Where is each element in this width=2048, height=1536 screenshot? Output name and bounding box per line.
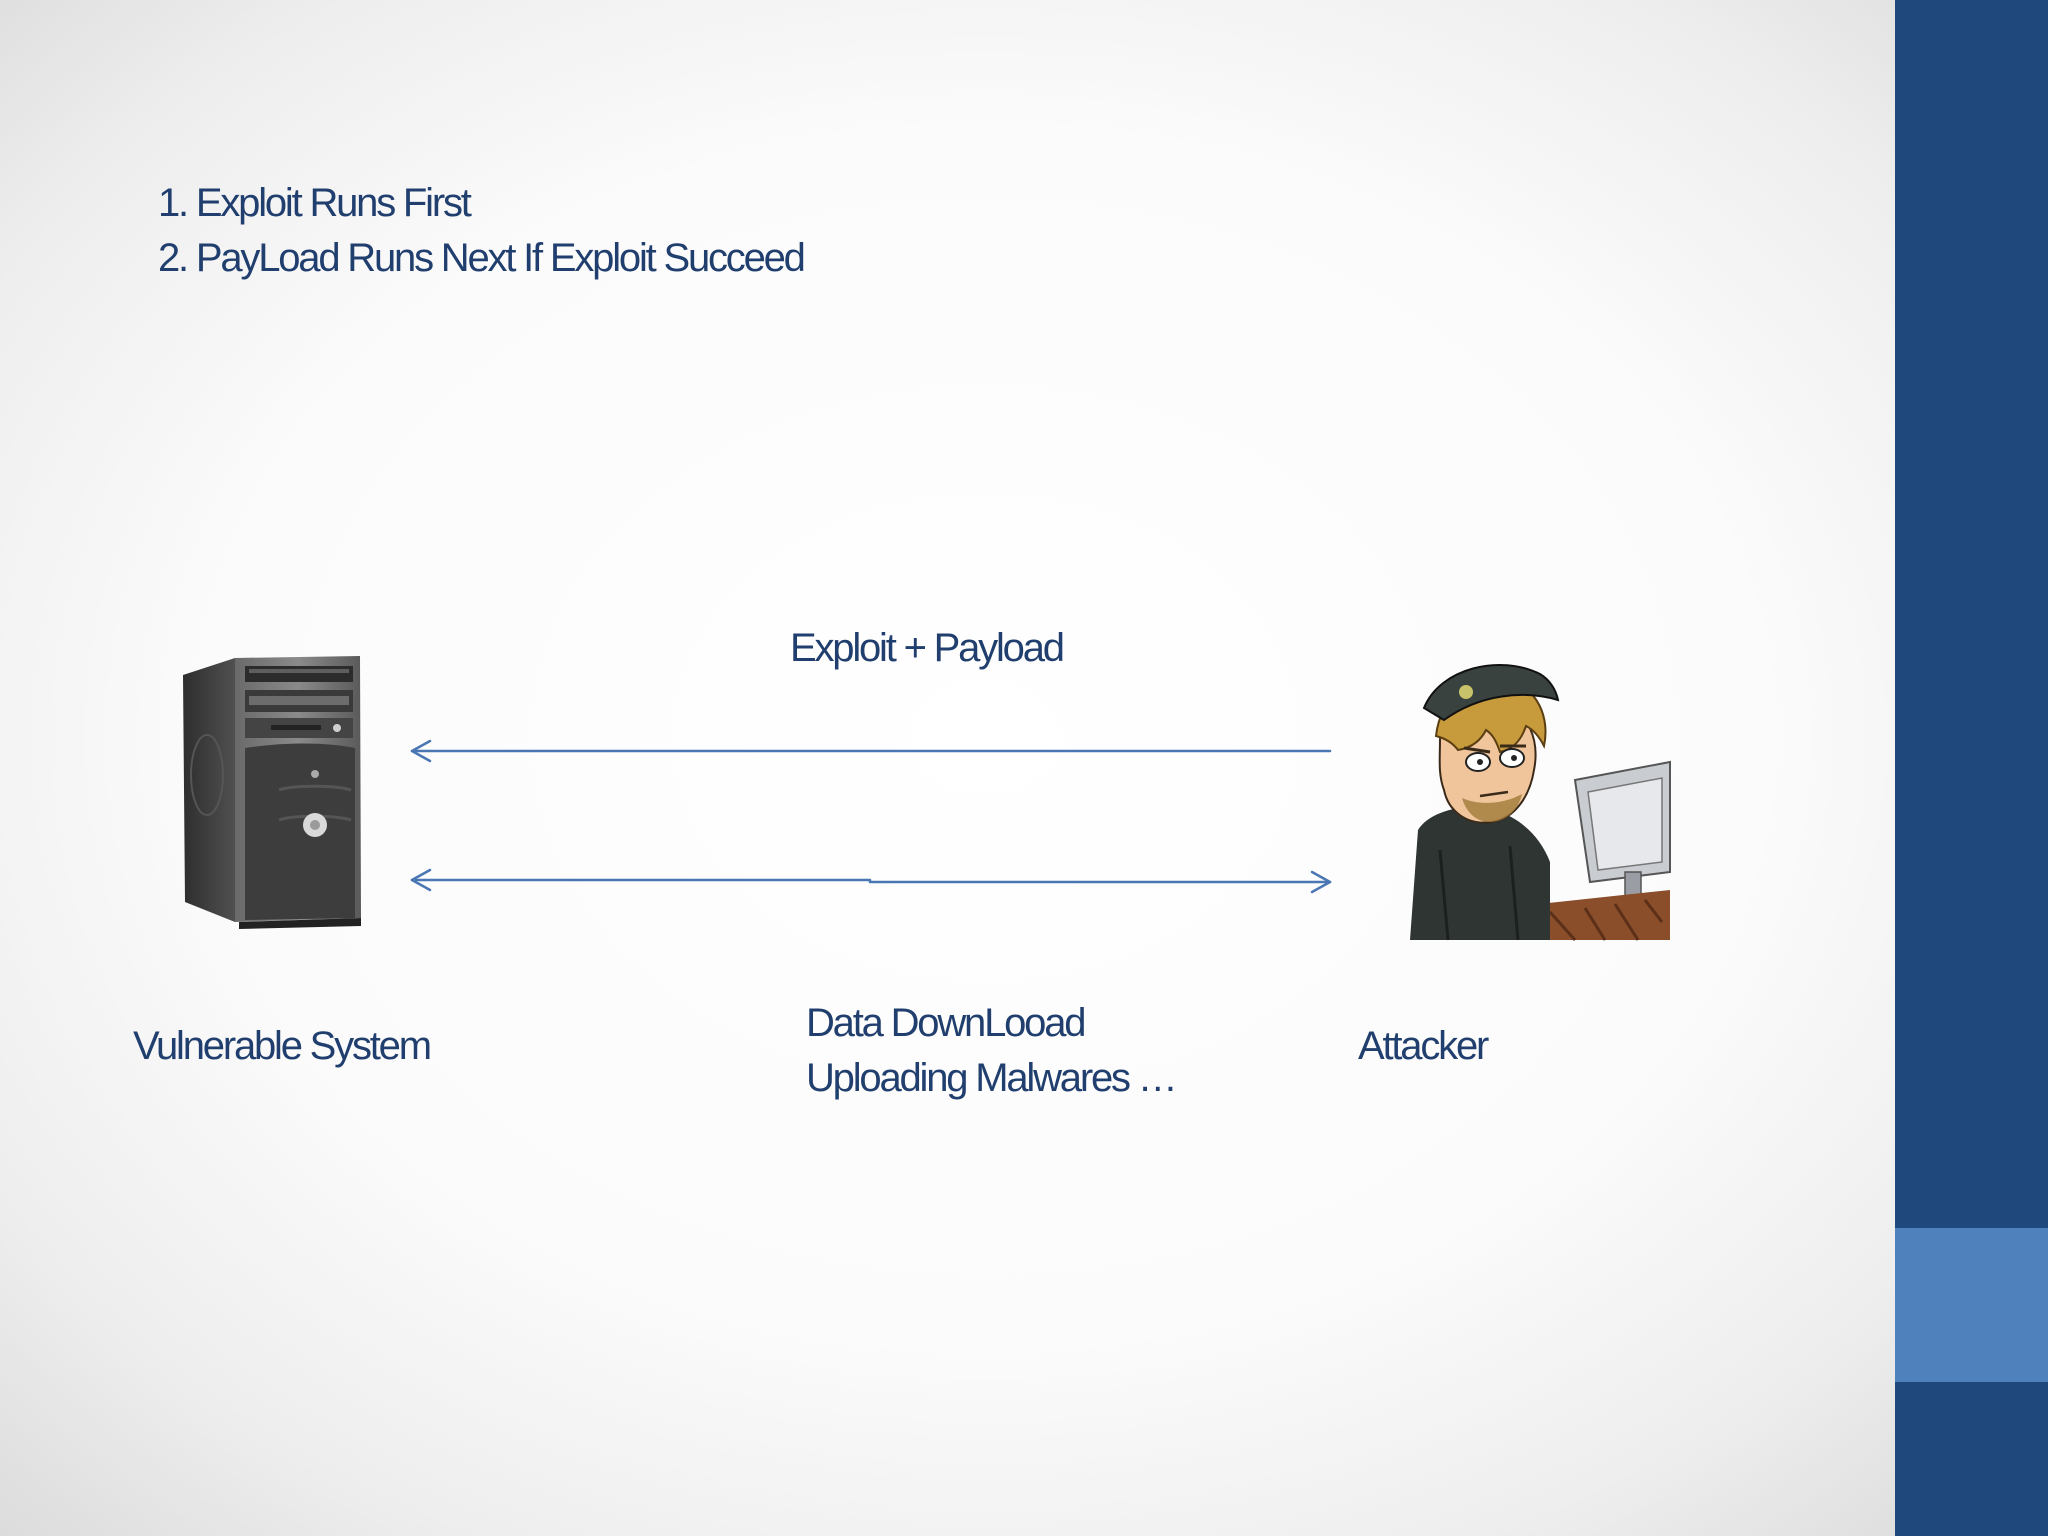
data-transfer-label: Data DownLooad Uploading Malwares … xyxy=(806,996,1178,1106)
arrows-layer xyxy=(410,739,1332,894)
step-item: 1. Exploit Runs First xyxy=(158,181,472,225)
steps-list: 1. Exploit Runs First 2. PayLoad Runs Ne… xyxy=(158,176,806,286)
sidebar-accent-band xyxy=(1895,1228,2048,1382)
slide-canvas: 1. Exploit Runs First 2. PayLoad Runs Ne… xyxy=(0,0,1895,1536)
exploit-arrowhead xyxy=(410,739,432,763)
data-arrowhead-left xyxy=(410,868,432,892)
uploading-malwares-text: Uploading Malwares … xyxy=(806,1056,1178,1100)
data-download-text: Data DownLooad xyxy=(806,1001,1087,1045)
server-tower-icon xyxy=(183,656,361,929)
data-arrow xyxy=(410,878,1332,884)
attacker-label: Attacker xyxy=(1358,1024,1489,1068)
step-item: 2. PayLoad Runs Next If Exploit Succeed xyxy=(158,236,806,280)
slide-sidebar xyxy=(1895,0,2048,1536)
vulnerable-system-label: Vulnerable System xyxy=(133,1024,432,1068)
hacker-at-computer-icon xyxy=(1410,663,1671,941)
sidebar-band-top xyxy=(1895,0,2048,1228)
data-arrowhead-right xyxy=(1310,870,1332,894)
exploit-payload-label: Exploit + Payload xyxy=(790,626,1065,670)
sidebar-band-bottom xyxy=(1895,1382,2048,1536)
